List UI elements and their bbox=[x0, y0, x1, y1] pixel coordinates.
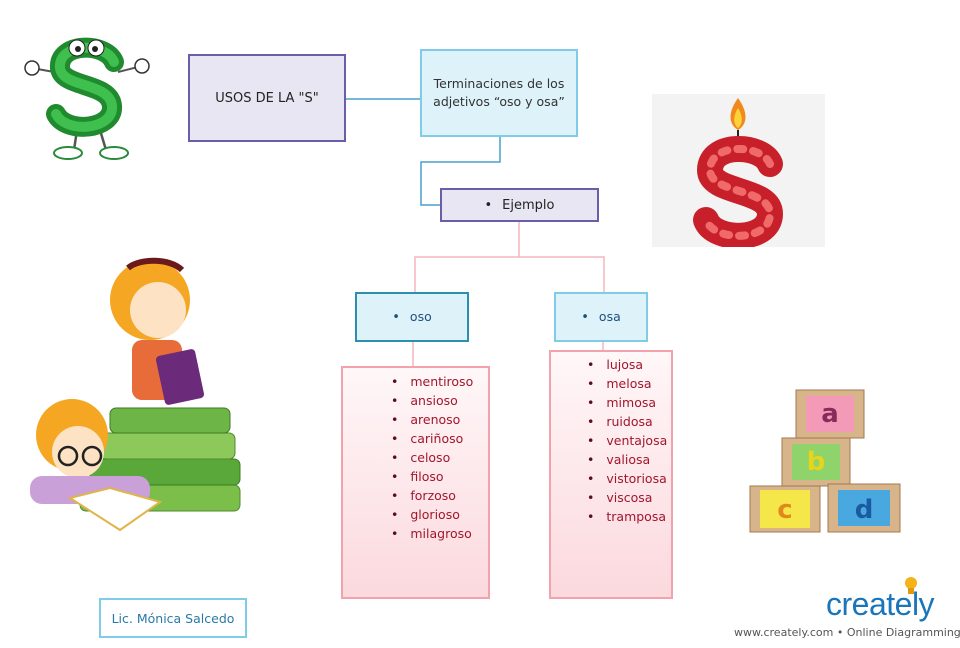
node-usos-de-la-s[interactable]: USOS DE LA "S" bbox=[188, 54, 346, 142]
osa-word: tramposa bbox=[587, 507, 671, 526]
node-oso-label: oso bbox=[392, 309, 432, 325]
osa-word: valiosa bbox=[587, 450, 671, 469]
osa-word: viscosa bbox=[587, 488, 671, 507]
oso-word: cariñoso bbox=[391, 429, 488, 448]
oso-word: mentiroso bbox=[391, 372, 488, 391]
creately-tagline[interactable]: www.creately.com • Online Diagramming bbox=[734, 626, 960, 639]
green-s-mascot-image bbox=[24, 37, 150, 160]
node-usos-label: USOS DE LA "S" bbox=[215, 90, 319, 106]
oso-word: glorioso bbox=[391, 505, 488, 524]
connector-terminaciones-ejemplo bbox=[420, 137, 501, 206]
block-d-letter: d bbox=[855, 495, 874, 525]
node-terminaciones[interactable]: Terminaciones de los adjetivos “oso y os… bbox=[420, 49, 578, 137]
block-a-letter: a bbox=[821, 399, 839, 429]
block-b-letter: b bbox=[807, 447, 826, 477]
lightbulb-icon bbox=[905, 577, 917, 594]
connector-ejemplo-branches bbox=[414, 222, 605, 292]
node-oso[interactable]: oso bbox=[355, 292, 469, 342]
osa-word: lujosa bbox=[587, 355, 671, 374]
node-osa[interactable]: osa bbox=[554, 292, 648, 342]
author-box[interactable]: Lic. Mónica Salcedo bbox=[99, 598, 247, 638]
oso-word: milagroso bbox=[391, 524, 488, 543]
list-oso-words[interactable]: mentiroso ansioso arenoso cariñoso celos… bbox=[341, 366, 490, 599]
oso-word: celoso bbox=[391, 448, 488, 467]
osa-word: vistoriosa bbox=[587, 469, 671, 488]
oso-word: forzoso bbox=[391, 486, 488, 505]
osa-word: ruidosa bbox=[587, 412, 671, 431]
node-terminaciones-label: Terminaciones de los adjetivos “oso y os… bbox=[433, 76, 565, 109]
osa-word: melosa bbox=[587, 374, 671, 393]
oso-word: filoso bbox=[391, 467, 488, 486]
node-ejemplo-label: Ejemplo bbox=[485, 198, 554, 213]
block-c-letter: c bbox=[777, 495, 792, 525]
osa-word: ventajosa bbox=[587, 431, 671, 450]
author-name: Lic. Mónica Salcedo bbox=[111, 610, 235, 626]
node-ejemplo[interactable]: Ejemplo bbox=[440, 188, 599, 222]
abc-blocks-image: a b c d bbox=[749, 389, 901, 533]
oso-word: ansioso bbox=[391, 391, 488, 410]
node-osa-label: osa bbox=[581, 309, 621, 325]
oso-word: arenoso bbox=[391, 410, 488, 429]
list-osa-words[interactable]: lujosa melosa mimosa ruidosa ventajosa v… bbox=[549, 350, 673, 599]
creately-logo-text[interactable]: creately bbox=[826, 586, 935, 622]
red-s-candle-image bbox=[652, 94, 825, 247]
kids-reading-image bbox=[30, 257, 241, 532]
osa-word: mimosa bbox=[587, 393, 671, 412]
